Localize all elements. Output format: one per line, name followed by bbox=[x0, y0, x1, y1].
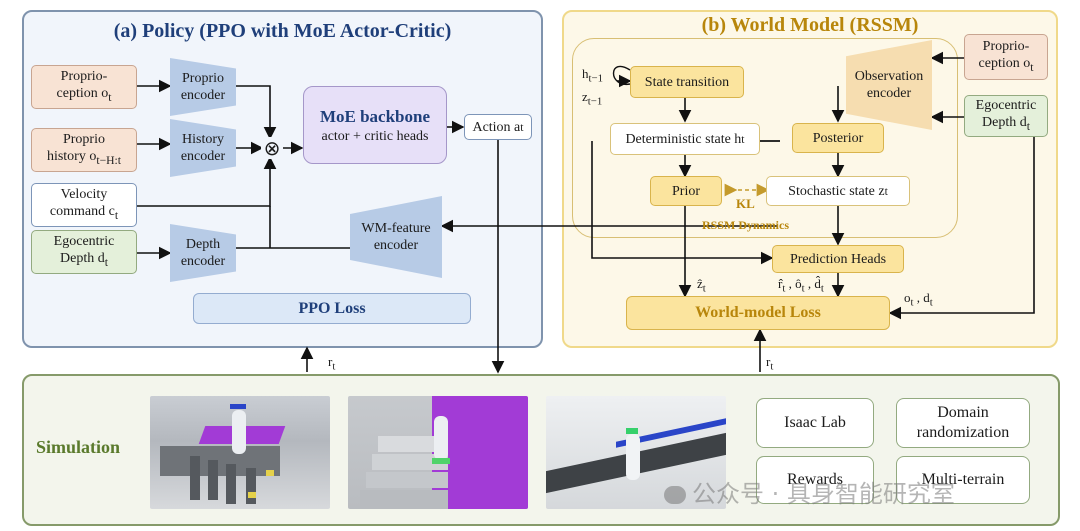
wm-proprio-label-1: Proprio- bbox=[982, 39, 1030, 55]
velocity-label-2: command c bbox=[49, 204, 115, 220]
obs-d-sub: t bbox=[929, 296, 933, 309]
fusion-multiply-node: ⊗ bbox=[261, 137, 283, 159]
policy-reward-sub: t bbox=[332, 360, 336, 373]
proprioception-input: Proprio-ception ot bbox=[31, 65, 137, 109]
depth-sub: t bbox=[104, 255, 108, 269]
moe-subtitle: actor + critic heads bbox=[321, 128, 429, 144]
z-prev-label: zt−1 bbox=[582, 89, 602, 108]
proprioception-label-1: Proprio- bbox=[60, 69, 108, 85]
z-prev: z bbox=[582, 89, 588, 104]
history-encoder-label: History encoder bbox=[180, 132, 226, 164]
wm-depth-label-1: Egocentric bbox=[975, 98, 1037, 114]
world-model-loss: World-model Loss bbox=[626, 296, 890, 330]
watermark: 公众号 · 具身智能研究室 bbox=[664, 474, 955, 509]
observation-encoder: Observation encoder bbox=[846, 40, 932, 130]
simulation-scene-gap bbox=[546, 396, 726, 509]
pred-r: r̂ bbox=[778, 276, 783, 291]
simulation-scene-stepping-stones bbox=[150, 396, 330, 509]
posterior: Posterior bbox=[792, 123, 884, 153]
h-prev-sub: t−1 bbox=[588, 72, 604, 85]
kl-label: KL bbox=[736, 196, 755, 211]
history-encoder: History encoder bbox=[170, 119, 236, 177]
obs-o: o bbox=[904, 290, 911, 305]
stochastic-label: Stochastic state z bbox=[788, 183, 885, 199]
observation-targets-label: ot , dt bbox=[904, 290, 933, 309]
deterministic-sub: t bbox=[741, 132, 745, 146]
depth-encoder: Depth encoder bbox=[170, 224, 236, 282]
rssm-dynamics-region bbox=[572, 38, 958, 238]
sim-item-rewards: Rewards bbox=[756, 456, 874, 504]
prior: Prior bbox=[650, 176, 722, 206]
action-sub: t bbox=[520, 120, 524, 134]
obs-o-sub: t bbox=[910, 296, 914, 309]
velocity-label-1: Velocity bbox=[60, 187, 108, 203]
state-transition: State transition bbox=[630, 66, 744, 98]
pred-d-sub: t bbox=[820, 282, 824, 295]
sim-item-isaac-lab: Isaac Lab bbox=[756, 398, 874, 448]
observation-encoder-label: Observation encoder bbox=[854, 69, 924, 101]
moe-backbone: MoE backbone actor + critic heads bbox=[303, 86, 447, 164]
wm-reward-sub: t bbox=[770, 360, 774, 373]
h-prev-label: ht−1 bbox=[582, 66, 603, 85]
policy-reward-label: rt bbox=[328, 354, 335, 373]
wm-feature-encoder-label: WM-feature encoder bbox=[361, 221, 431, 253]
z-prev-sub: t−1 bbox=[587, 95, 603, 108]
wm-feature-encoder: WM-feature encoder bbox=[350, 196, 442, 278]
moe-title: MoE backbone bbox=[319, 106, 431, 126]
policy-title: (a) Policy (PPO with MoE Actor-Critic) bbox=[113, 20, 452, 42]
action-label: Action a bbox=[472, 119, 521, 135]
z-hat-sub: t bbox=[702, 282, 706, 295]
ppo-loss: PPO Loss bbox=[193, 293, 471, 324]
depth-label-1: Egocentric bbox=[53, 234, 115, 250]
history-sub: t−H:t bbox=[96, 153, 122, 167]
deterministic-label: Deterministic state h bbox=[625, 131, 742, 147]
world-model-title: (b) World Model (RSSM) bbox=[701, 14, 919, 36]
pred-r-sub: t bbox=[782, 282, 786, 295]
wm-depth-sub: t bbox=[1026, 119, 1030, 133]
stochastic-sub: t bbox=[884, 184, 888, 198]
sim-item-multi-terrain: Multi-terrain bbox=[896, 456, 1030, 504]
simulation-scene-stairs bbox=[348, 396, 528, 509]
rssm-dynamics-label: RSSM Dynamics bbox=[702, 218, 790, 232]
history-label-2: history o bbox=[46, 149, 97, 165]
depth-label-2: Depth d bbox=[60, 251, 105, 267]
h-prev: h bbox=[582, 66, 589, 81]
depth-encoder-label: Depth encoder bbox=[180, 237, 226, 269]
policy-reward-r: r bbox=[328, 354, 333, 369]
obs-d: , d bbox=[913, 290, 930, 305]
proprio-encoder: Proprio encoder bbox=[170, 58, 236, 116]
velocity-sub: t bbox=[114, 208, 119, 222]
proprio-encoder-label: Proprio encoder bbox=[180, 71, 226, 103]
z-hat-label: ẑt bbox=[697, 276, 706, 295]
pred-d: , d̂ bbox=[804, 276, 821, 291]
watermark-text: 公众号 · 具身智能研究室 bbox=[692, 480, 955, 508]
proprioception-sub: t bbox=[108, 90, 112, 104]
history-label-1: Proprio bbox=[62, 132, 105, 148]
pred-o-sub: t bbox=[801, 282, 805, 295]
wm-reward-r: r bbox=[766, 354, 771, 369]
wechat-icon bbox=[664, 486, 686, 504]
wm-proprio-sub: t bbox=[1030, 60, 1034, 74]
proprioception-label-2: ception o bbox=[56, 86, 109, 102]
prediction-outputs-label: r̂t , ôt , d̂t bbox=[778, 276, 824, 295]
wm-proprio-label-2: ception o bbox=[978, 56, 1031, 72]
simulation-title: Simulation bbox=[36, 437, 121, 457]
wm-reward-label: rt bbox=[766, 354, 773, 373]
z-hat: ẑ bbox=[697, 276, 703, 291]
wm-proprioception-input: Proprio-ception ot bbox=[964, 34, 1048, 80]
wm-depth-label-2: Depth d bbox=[982, 115, 1027, 131]
sim-item-domain-randomization: Domain randomization bbox=[896, 398, 1030, 448]
prediction-heads: Prediction Heads bbox=[772, 245, 904, 273]
pred-o: , ô bbox=[785, 276, 802, 291]
